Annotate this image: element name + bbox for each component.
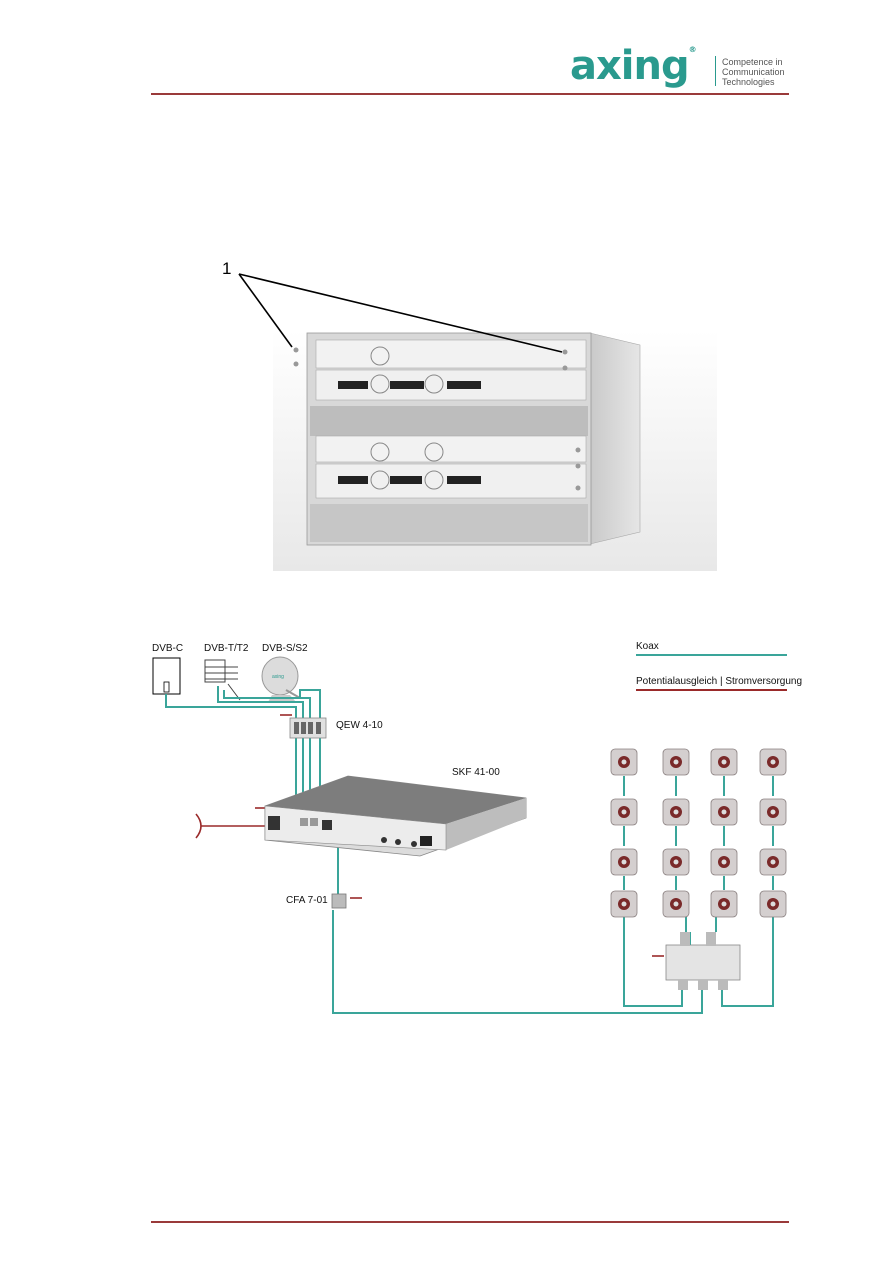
rack-side-panel bbox=[589, 332, 641, 545]
antenna-socket-icon bbox=[710, 798, 738, 826]
legend-coax-line bbox=[636, 654, 787, 656]
dvb-c-label: DVB-C bbox=[152, 643, 184, 654]
satellite-dish-icon: axing bbox=[261, 656, 301, 702]
antenna-socket-icon bbox=[662, 798, 690, 826]
cfa-label: CFA 7-01 bbox=[286, 895, 328, 906]
legend-pa-label: Potentialausgleich | Stromversorgung bbox=[636, 676, 803, 687]
antenna-socket-icon bbox=[610, 848, 638, 876]
splitter-device bbox=[665, 932, 741, 990]
footer-rule bbox=[151, 1221, 789, 1223]
dish-brand: axing bbox=[272, 674, 284, 680]
callout-number: 1 bbox=[222, 259, 232, 278]
rack-module-3 bbox=[315, 435, 587, 463]
antenna-socket-icon bbox=[610, 798, 638, 826]
cfa-7-01-device bbox=[331, 893, 347, 909]
logo-text: axing bbox=[570, 43, 690, 89]
antenna-socket-icon bbox=[759, 890, 787, 918]
dvb-s-label: DVB-S/S2 bbox=[262, 643, 308, 654]
coax-lines bbox=[165, 686, 774, 1014]
logo-separator bbox=[715, 56, 716, 86]
antenna-socket-icon bbox=[662, 748, 690, 776]
skf-41-00-device bbox=[264, 775, 527, 857]
antenna-socket-icon bbox=[759, 798, 787, 826]
antenna-socket-grid bbox=[610, 748, 787, 918]
screw bbox=[293, 361, 299, 367]
rack-gap bbox=[310, 406, 588, 436]
dvb-c-socket-icon bbox=[152, 657, 181, 695]
terrestrial-antenna-icon bbox=[204, 659, 241, 701]
antenna-socket-icon bbox=[710, 890, 738, 918]
legend-pa-line bbox=[636, 689, 787, 691]
antenna-socket-icon bbox=[662, 890, 690, 918]
antenna-socket-icon bbox=[710, 748, 738, 776]
antenna-socket-icon bbox=[759, 748, 787, 776]
qew-label: QEW 4-10 bbox=[336, 720, 383, 731]
dvb-t-label: DVB-T/T2 bbox=[204, 643, 249, 654]
antenna-socket-icon bbox=[710, 848, 738, 876]
screw bbox=[562, 365, 568, 371]
antenna-socket-icon bbox=[759, 848, 787, 876]
skf-label: SKF 41-00 bbox=[452, 767, 500, 778]
antenna-socket-icon bbox=[662, 848, 690, 876]
antenna-socket-icon bbox=[610, 748, 638, 776]
tagline-line-1: Competence in bbox=[722, 57, 783, 67]
callout-arrows bbox=[238, 273, 563, 353]
tagline-line-2: Communication bbox=[722, 67, 785, 77]
legend-coax-label: Koax bbox=[636, 641, 659, 652]
tagline-line-3: Technologies bbox=[722, 77, 775, 87]
logo-registered-mark: ® bbox=[688, 45, 697, 54]
screw bbox=[562, 349, 568, 355]
logo-wordmark: axing® bbox=[570, 43, 697, 89]
antenna-socket-icon bbox=[610, 890, 638, 918]
screw bbox=[293, 347, 299, 353]
header-rule bbox=[151, 93, 789, 95]
rack-photo bbox=[273, 330, 717, 571]
rack-module-1 bbox=[315, 339, 587, 369]
rack-bottom bbox=[310, 504, 588, 542]
qew-4-10-device bbox=[289, 717, 327, 739]
